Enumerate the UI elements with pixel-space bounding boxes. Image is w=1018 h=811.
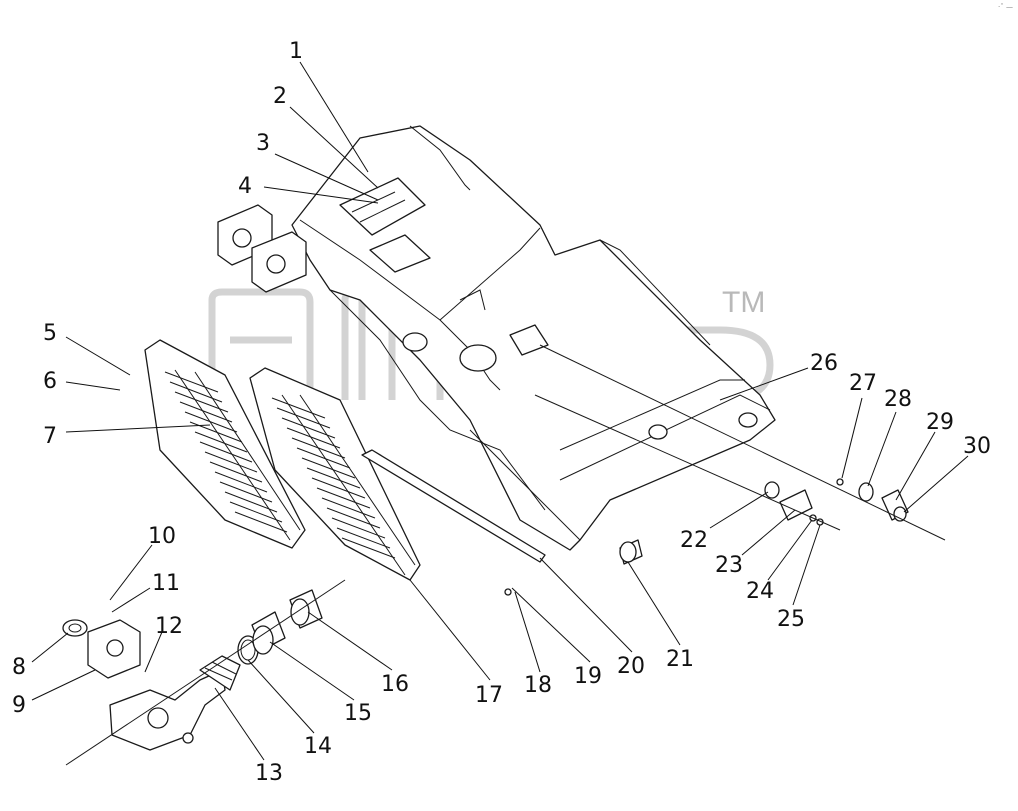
callout-3: 3 (256, 131, 270, 156)
callout-29: 29 (926, 410, 954, 435)
corner-mark: ·ˆ — (998, 3, 1013, 11)
callout-13: 13 (255, 761, 283, 786)
lower-bearing-assembly (62, 619, 241, 751)
callout-11: 11 (152, 571, 180, 596)
callout-6: 6 (43, 369, 57, 394)
callout-27: 27 (849, 371, 877, 396)
callout-1: 1 (289, 39, 303, 64)
callout-5: 5 (43, 321, 57, 346)
callout-2: 2 (273, 84, 287, 109)
callout-26: 26 (810, 351, 838, 376)
callout-21: 21 (666, 647, 694, 672)
callout-9: 9 (12, 693, 26, 718)
callout-22: 22 (680, 528, 708, 553)
right-side-parts (504, 478, 909, 596)
assembly-axes (65, 344, 946, 766)
main-frame (291, 125, 776, 551)
seal-rings (237, 589, 323, 665)
callout-25: 25 (777, 607, 805, 632)
mounting-strip (361, 449, 546, 563)
callout-24: 24 (746, 579, 774, 604)
callout-8: 8 (12, 655, 26, 680)
callout-10: 10 (148, 524, 176, 549)
callout-18: 18 (524, 673, 552, 698)
callout-23: 23 (715, 553, 743, 578)
radiator-grille-right (249, 367, 421, 581)
callout-17: 17 (475, 683, 503, 708)
callout-14: 14 (304, 734, 332, 759)
callout-16: 16 (381, 672, 409, 697)
callout-7: 7 (43, 424, 57, 449)
leader-lines (31, 61, 969, 761)
callout-4: 4 (238, 174, 252, 199)
callout-numbers: 1 2 3 4 5 6 7 8 9 10 11 12 13 14 15 16 1… (12, 39, 991, 786)
callout-30: 30 (963, 434, 991, 459)
radiator-grille-left (144, 339, 306, 549)
callout-19: 19 (574, 664, 602, 689)
upper-bearing-blocks (217, 204, 307, 293)
callout-28: 28 (884, 387, 912, 412)
callout-12: 12 (155, 614, 183, 639)
callout-15: 15 (344, 701, 372, 726)
trademark-mark: TM (722, 286, 765, 319)
callout-20: 20 (617, 654, 645, 679)
